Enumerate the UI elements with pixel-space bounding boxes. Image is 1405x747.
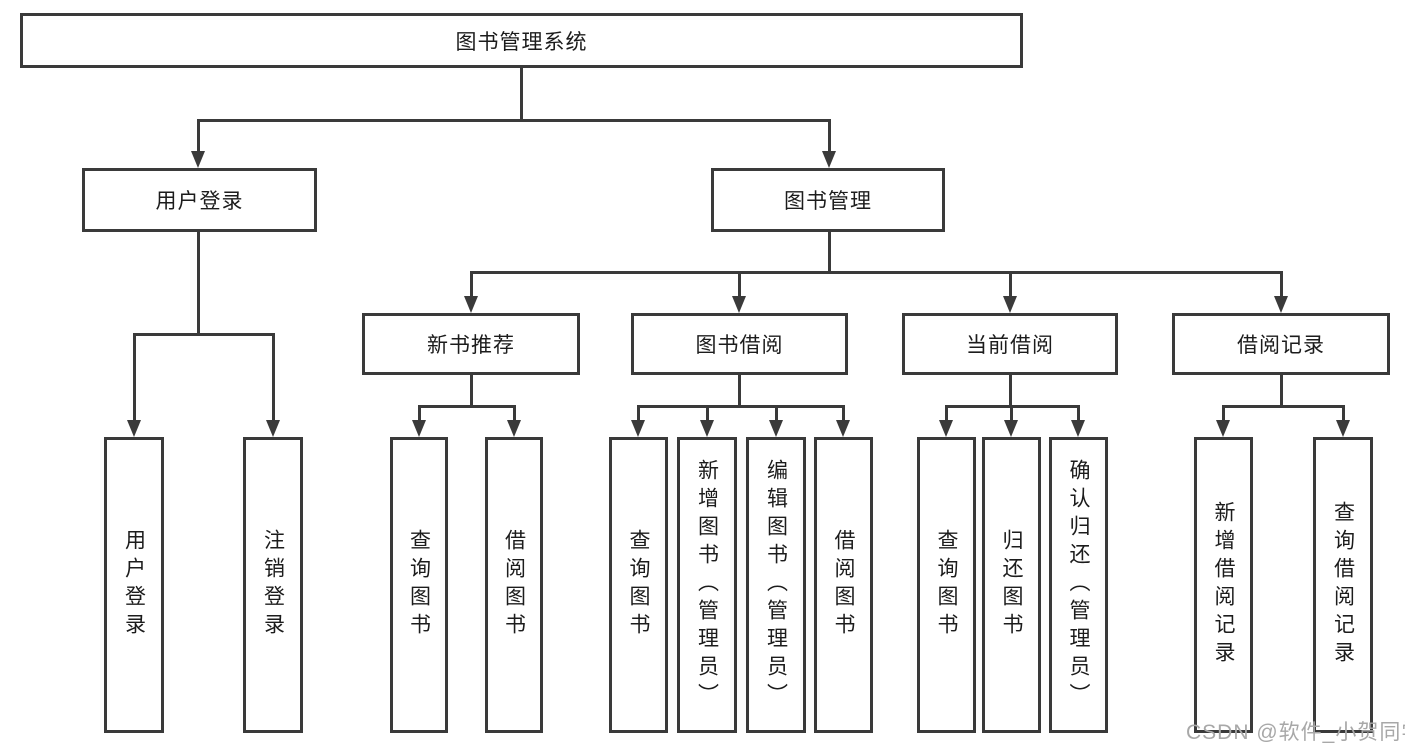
connector-new-book-hline	[418, 405, 516, 408]
node-new-book-recommend-label: 新书推荐	[427, 334, 515, 357]
leaf-add-borrow-record: 新增借阅记录	[1194, 437, 1253, 733]
leaf-query-book-recommend-label: 查询图书	[407, 529, 431, 641]
arrow-down-icon	[191, 151, 205, 168]
connector-drop-book-borrow	[738, 271, 741, 298]
node-current-borrow: 当前借阅	[902, 313, 1118, 375]
connector-drop-borrow-record	[1280, 271, 1283, 298]
leaf-query-borrow-record-label: 查询借阅记录	[1331, 501, 1355, 669]
leaf-query-book-borrow: 查询图书	[609, 437, 668, 733]
connector-drop	[418, 405, 421, 422]
leaf-return-book: 归还图书	[982, 437, 1041, 733]
csdn-watermark: CSDN @软件_小贺同学	[1186, 721, 1405, 744]
arrow-down-icon	[700, 420, 714, 437]
connector-user-login-stub	[197, 232, 200, 335]
connector-drop	[842, 405, 845, 422]
leaf-query-book-current: 查询图书	[917, 437, 976, 733]
leaf-user-login: 用户登录	[104, 437, 164, 733]
connector-drop-leaf-user-login	[133, 333, 136, 421]
node-new-book-recommend: 新书推荐	[362, 313, 580, 375]
arrow-down-icon	[1003, 296, 1017, 313]
connector-drop-current-borrow	[1009, 271, 1012, 298]
arrow-down-icon	[1336, 420, 1350, 437]
arrow-down-icon	[732, 296, 746, 313]
leaf-edit-book-admin: 编辑图书（管理员）	[746, 437, 806, 733]
connector-drop	[706, 405, 709, 422]
connector-book-borrow-stub	[738, 375, 741, 407]
connector-drop-new-book	[470, 271, 473, 298]
leaf-confirm-return-admin-label: 确认归还（管理员）	[1067, 459, 1091, 711]
leaf-return-book-label: 归还图书	[1000, 529, 1024, 641]
connector-level3-hline	[470, 271, 1282, 274]
node-book-management-label: 图书管理	[784, 190, 872, 213]
arrow-down-icon	[266, 420, 280, 437]
arrow-down-icon	[127, 420, 141, 437]
leaf-logout-label: 注销登录	[261, 529, 285, 641]
connector-drop-book-management	[828, 119, 831, 152]
arrow-down-icon	[769, 420, 783, 437]
leaf-user-login-label: 用户登录	[122, 529, 146, 641]
node-root: 图书管理系统	[20, 13, 1023, 68]
arrow-down-icon	[412, 420, 426, 437]
connector-drop	[945, 405, 948, 422]
leaf-query-book-recommend: 查询图书	[390, 437, 448, 733]
node-borrow-record: 借阅记录	[1172, 313, 1390, 375]
connector-drop-user-login	[197, 119, 200, 152]
connector-root-stub	[520, 68, 523, 120]
arrow-down-icon	[836, 420, 850, 437]
leaf-edit-book-admin-label: 编辑图书（管理员）	[764, 459, 788, 711]
node-root-label: 图书管理系统	[455, 30, 588, 54]
connector-user-login-hline	[133, 333, 275, 336]
leaf-borrow-book-label: 借阅图书	[832, 529, 856, 641]
arrow-down-icon	[507, 420, 521, 437]
node-current-borrow-label: 当前借阅	[966, 334, 1054, 357]
connector-drop	[1077, 405, 1080, 422]
leaf-add-borrow-record-label: 新增借阅记录	[1212, 501, 1236, 669]
connector-drop-leaf-logout	[272, 333, 275, 421]
connector-borrow-record-hline	[1222, 405, 1344, 408]
arrow-down-icon	[1274, 296, 1288, 313]
arrow-down-icon	[939, 420, 953, 437]
arrow-down-icon	[631, 420, 645, 437]
connector-new-book-stub	[470, 375, 473, 407]
leaf-logout: 注销登录	[243, 437, 303, 733]
node-borrow-record-label: 借阅记录	[1237, 334, 1325, 357]
leaf-borrow-book-recommend: 借阅图书	[485, 437, 543, 733]
arrow-down-icon	[464, 296, 478, 313]
connector-drop	[1222, 405, 1225, 422]
connector-book-management-stub	[828, 232, 831, 273]
connector-drop	[775, 405, 778, 422]
connector-drop	[637, 405, 640, 422]
node-book-borrow-label: 图书借阅	[695, 334, 784, 357]
leaf-add-book-admin: 新增图书（管理员）	[677, 437, 737, 733]
leaf-borrow-book-recommend-label: 借阅图书	[502, 529, 526, 641]
arrow-down-icon	[1071, 420, 1085, 437]
node-user-login: 用户登录	[82, 168, 317, 232]
connector-current-borrow-stub	[1009, 375, 1012, 407]
leaf-query-book-current-label: 查询图书	[935, 529, 959, 641]
leaf-add-book-admin-label: 新增图书（管理员）	[695, 459, 719, 711]
arrow-down-icon	[1216, 420, 1230, 437]
node-book-borrow: 图书借阅	[631, 313, 848, 375]
arrow-down-icon	[822, 151, 836, 168]
node-book-management: 图书管理	[711, 168, 945, 232]
connector-drop	[1342, 405, 1345, 422]
connector-level2-hline	[197, 119, 831, 122]
leaf-query-borrow-record: 查询借阅记录	[1313, 437, 1373, 733]
connector-drop	[1010, 405, 1013, 422]
leaf-confirm-return-admin: 确认归还（管理员）	[1049, 437, 1108, 733]
connector-borrow-record-stub	[1280, 375, 1283, 407]
connector-drop	[513, 405, 516, 422]
connector-book-borrow-hline	[637, 405, 845, 408]
leaf-query-book-borrow-label: 查询图书	[627, 529, 651, 641]
arrow-down-icon	[1004, 420, 1018, 437]
node-user-login-label: 用户登录	[155, 190, 244, 213]
leaf-borrow-book: 借阅图书	[814, 437, 873, 733]
